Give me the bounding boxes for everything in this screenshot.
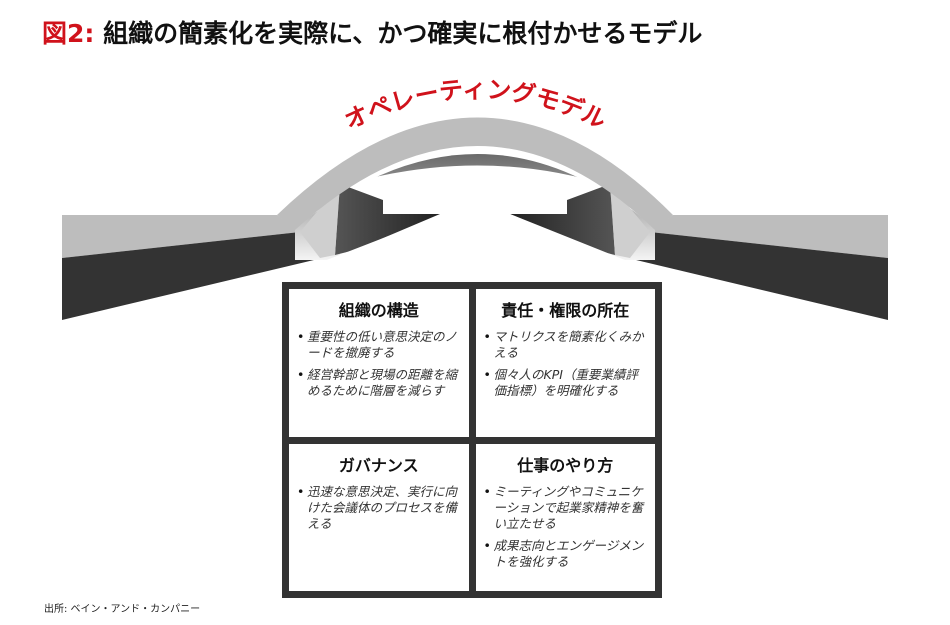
- quadrant-heading: 責任・権限の所在: [501, 301, 630, 320]
- bullet: 個々人のKPI（重要業績評価指標）を明確化する: [484, 367, 648, 399]
- quadrant-governance: ガバナンス 迅速な意思決定、実行に向けた会議体のプロセスを備える: [289, 443, 469, 591]
- quadrant-heading: 仕事のやり方: [517, 455, 614, 475]
- bullet: 成果志向とエンゲージメントを強化する: [484, 538, 648, 570]
- left-pillar-edge: [300, 184, 340, 258]
- bullet: 重要性の低い意思決定のノードを撤廃する: [297, 329, 461, 361]
- right-pillar: [510, 184, 615, 255]
- left-light-band: [62, 215, 300, 258]
- quadrant-heading: ガバナンス: [338, 455, 419, 475]
- bullet: 経営幹部と現場の距離を縮めるために階層を減らす: [297, 367, 461, 399]
- figure-title-text: 組織の簡素化を実際に、かつ確実に根付かせるモデル: [103, 19, 703, 48]
- quadrant-heading: 組織の構造: [338, 301, 419, 320]
- quadrant-accountability: 責任・権限の所在 マトリクスを簡素化くみかえる個々人のKPI（重要業績評価指標）…: [475, 289, 655, 437]
- bullet: 迅速な意思決定、実行に向けた会議体のプロセスを備える: [297, 484, 461, 532]
- arch-band: [277, 117, 673, 230]
- quadrant-ways-of-working: 仕事のやり方 ミーティングやコミュニケーションで起業家精神を奮い立たせる成果志向…: [475, 443, 655, 591]
- source-note: 出所: ベイン・アンド・カンパニー: [44, 604, 201, 615]
- right-light-band: [650, 215, 888, 258]
- left-pillar: [335, 184, 440, 255]
- road: [270, 214, 680, 282]
- quadrant-grid: 組織の構造 重要性の低い意思決定のノードを撤廃する経営幹部と現場の距離を縮めるた…: [282, 282, 662, 598]
- figure-number: 図2:: [42, 19, 95, 48]
- right-pillar-edge: [610, 184, 650, 258]
- bullet: マトリクスを簡素化くみかえる: [484, 329, 648, 361]
- bullet: ミーティングやコミュニケーションで起業家精神を奮い立たせる: [484, 484, 648, 532]
- quadrant-structure: 組織の構造 重要性の低い意思決定のノードを撤廃する経営幹部と現場の距離を縮めるた…: [289, 289, 469, 437]
- left-dark-band: [62, 232, 335, 320]
- figure-title: 図2: 組織の簡素化を実際に、かつ確実に根付かせるモデル: [42, 14, 702, 50]
- right-dark-band: [615, 232, 888, 320]
